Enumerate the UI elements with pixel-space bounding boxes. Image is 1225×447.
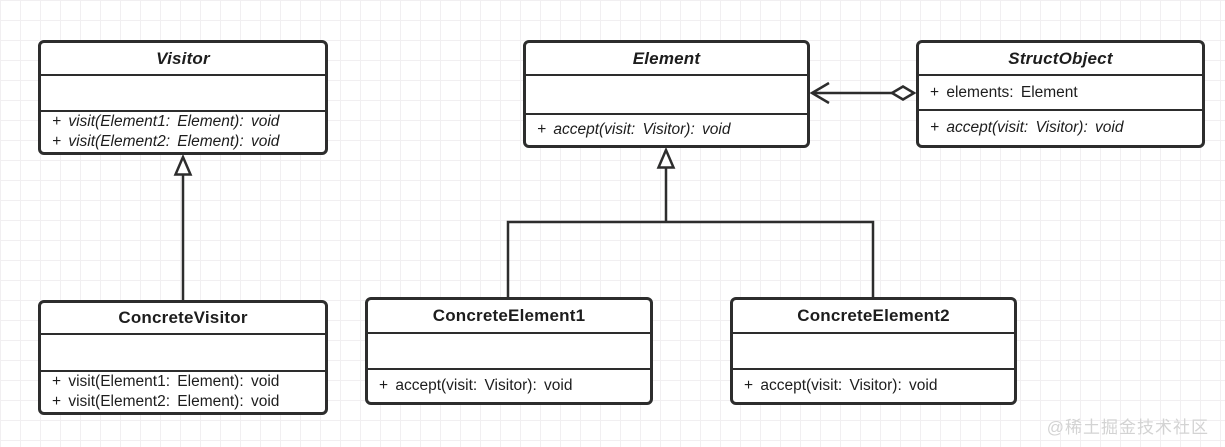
method-item: + accept(visit: Visitor): void xyxy=(930,119,1124,136)
class-visitor-methods: + visit(Element1: Element): void + visit… xyxy=(41,112,325,152)
class-element-title: Element xyxy=(526,43,807,76)
generalization-concretevisitor-to-visitor xyxy=(173,153,193,300)
class-concreteelement1: ConcreteElement1 + accept(visit: Visitor… xyxy=(365,297,653,405)
class-concretevisitor-methods: + visit(Element1: Element): void + visit… xyxy=(41,372,325,412)
class-concretevisitor-title: ConcreteVisitor xyxy=(41,303,325,336)
method-item: + accept(visit: Visitor): void xyxy=(379,377,573,394)
class-concreteelement2-attributes xyxy=(733,334,1014,370)
method-item: + accept(visit: Visitor): void xyxy=(744,377,938,394)
class-structobject: StructObject + elements: Element + accep… xyxy=(916,40,1205,148)
class-concreteelement1-attributes xyxy=(368,334,650,370)
class-concretevisitor: ConcreteVisitor + visit(Element1: Elemen… xyxy=(38,300,328,415)
class-structobject-title: StructObject xyxy=(919,43,1202,76)
class-element-methods: + accept(visit: Visitor): void xyxy=(526,115,807,145)
method-item: + visit(Element2: Element): void xyxy=(52,393,280,410)
juejin-watermark: @稀土掘金技术社区 xyxy=(1046,418,1209,437)
class-concreteelement1-methods: + accept(visit: Visitor): void xyxy=(368,370,650,402)
class-concreteelement1-title: ConcreteElement1 xyxy=(368,300,650,334)
method-item: + visit(Element2: Element): void xyxy=(52,133,280,150)
method-item: + visit(Element1: Element): void xyxy=(52,113,280,130)
class-concreteelement2-title: ConcreteElement2 xyxy=(733,300,1014,334)
class-concreteelement2-methods: + accept(visit: Visitor): void xyxy=(733,370,1014,402)
class-structobject-methods: + accept(visit: Visitor): void xyxy=(919,111,1202,145)
class-concreteelement2: ConcreteElement2 + accept(visit: Visitor… xyxy=(730,297,1017,405)
class-element-attributes xyxy=(526,76,807,115)
attribute-item: + elements: Element xyxy=(930,83,1078,101)
class-visitor-title: Visitor xyxy=(41,43,325,76)
class-element: Element + accept(visit: Visitor): void xyxy=(523,40,810,148)
class-concretevisitor-attributes xyxy=(41,335,325,372)
generalization-concreteelements-to-element xyxy=(506,146,875,297)
class-visitor: Visitor + visit(Element1: Element): void… xyxy=(38,40,328,155)
class-structobject-attributes: + elements: Element xyxy=(919,76,1202,111)
class-visitor-attributes xyxy=(41,76,325,112)
method-item: + visit(Element1: Element): void xyxy=(52,373,280,390)
aggregation-structobject-to-element xyxy=(809,81,917,105)
method-item: + accept(visit: Visitor): void xyxy=(537,121,731,138)
